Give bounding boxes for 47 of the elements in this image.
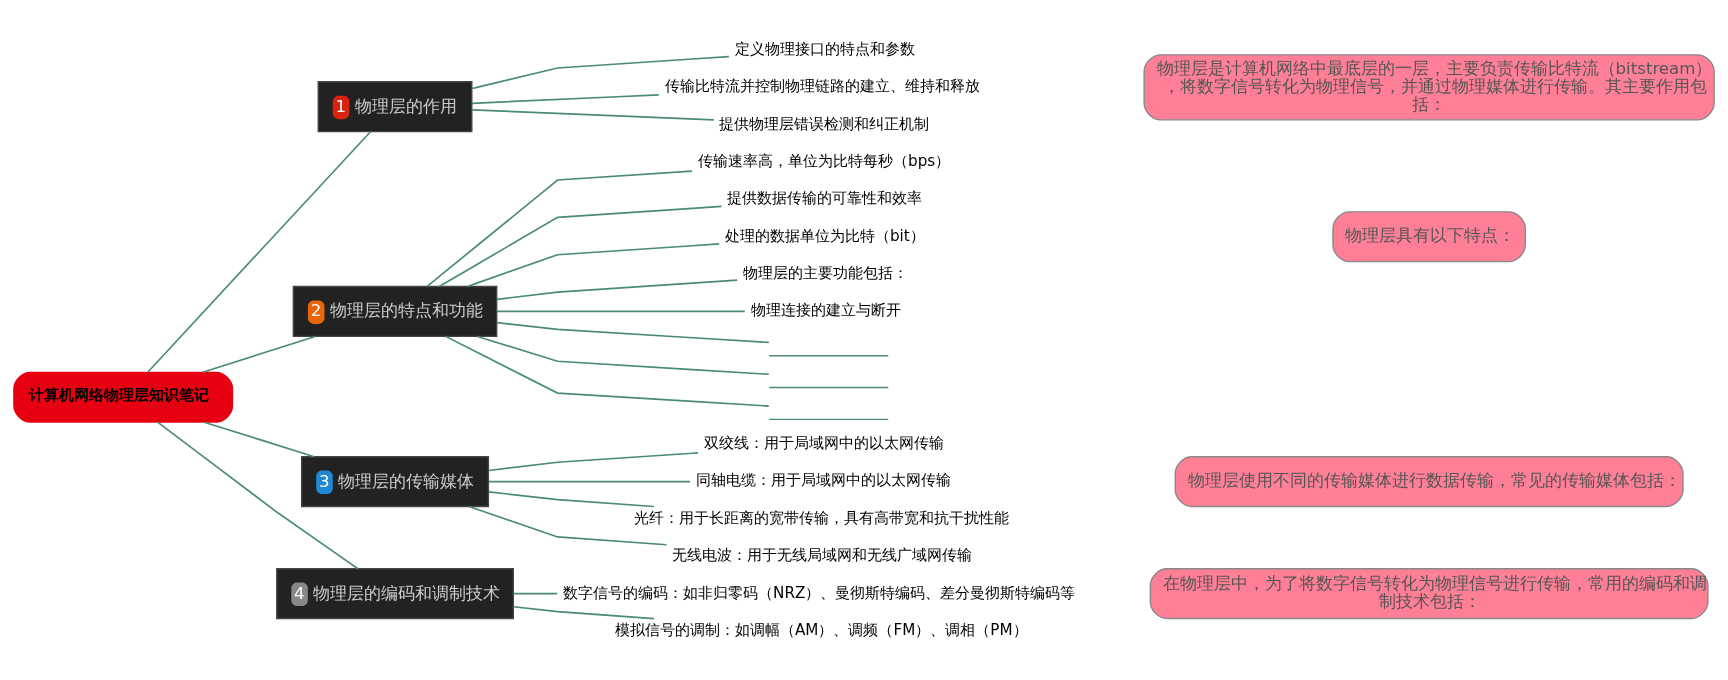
connector [471, 55, 730, 89]
connector [156, 420, 359, 570]
connector [471, 108, 715, 121]
connector [496, 321, 770, 343]
node-line [768, 354, 889, 356]
node-text: 物理层的主要功能包括： [742, 263, 908, 282]
node-text: 提供数据传输的可靠性和效率 [727, 188, 923, 207]
node-text: 模拟信号的调制：如调幅（AM）、调频（FM）、调相（PM） [614, 620, 1028, 639]
node-text: 物理连接的建立与断开 [750, 300, 901, 319]
node-box: 计算机网络物理层知识笔记 [13, 371, 234, 423]
node-line [768, 418, 889, 420]
connector [438, 205, 723, 287]
node-text: 同轴电缆：用于局域网中的以太网传输 [695, 470, 951, 489]
node-box: 1 物理层的作用 [317, 80, 473, 132]
connector [426, 169, 693, 287]
connector [488, 480, 691, 482]
connector [487, 490, 655, 507]
node-box: 2 物理层的特点和功能 [292, 285, 498, 337]
node-text: 光纤：用于长距离的宽带传输，具有高带宽和抗干扰性能 [633, 508, 1009, 527]
node-text: 数字信号的编码：如非归零码（NRZ）、曼彻斯特编码、差分曼彻斯特编码等 [563, 583, 1076, 602]
connector [468, 505, 668, 546]
node-line [768, 386, 889, 388]
connector [496, 310, 746, 312]
connector [466, 242, 720, 287]
connector [444, 335, 770, 407]
node-text: 传输比特流并控制物理链路的建立、维持和释放 [664, 76, 980, 95]
node-text: 传输速率高，单位为比特每秒（bps） [697, 151, 951, 170]
node-text: 定义物理接口的特点和参数 [734, 39, 915, 58]
connector [487, 451, 699, 471]
connector [147, 130, 372, 373]
connector [201, 335, 317, 373]
node-box: 在物理层中，为了将数字信号转化为物理信号进行传输，常用的编码和调制技术包括： [1149, 567, 1709, 619]
node-box: 物理层具有以下特点： [1332, 210, 1526, 262]
connector [496, 278, 738, 300]
node-text: 提供物理层错误检测和纠正机制 [719, 114, 930, 133]
connector [203, 420, 316, 457]
connector [512, 592, 559, 594]
connector [476, 335, 770, 375]
node-text: 双绞线：用于局域网中的以太网传输 [703, 433, 944, 452]
node-box: 4 物理层的编码和调制技术 [276, 567, 514, 619]
node-box: 物理层是计算机网络中最底层的一层，主要负责传输比特流（bitstream），将数字信号转化为物理信号，并通过物理媒体进行传输。其主要作用包括： [1143, 53, 1715, 121]
node-box: 物理层使用不同的传输媒体进行数据传输，常见的传输媒体包括： [1174, 455, 1684, 507]
node-text: 处理的数据单位为比特（bit） [724, 226, 925, 245]
node-text: 无线电波：用于无线局域网和无线广域网传输 [672, 545, 973, 564]
connector [471, 93, 660, 104]
connector [512, 605, 655, 619]
node-box: 3 物理层的传输媒体 [300, 455, 490, 507]
